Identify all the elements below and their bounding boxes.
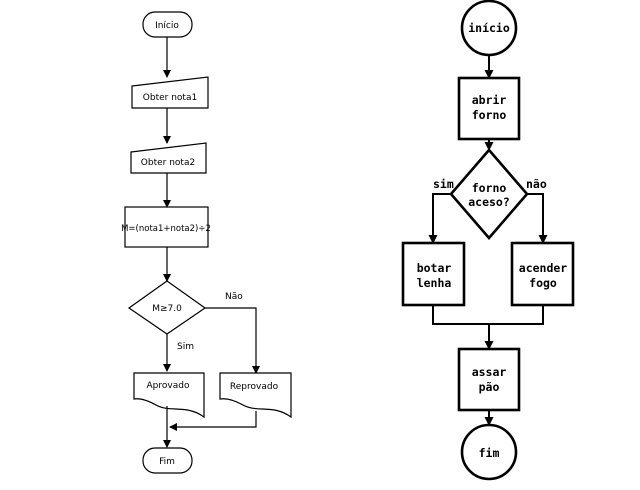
left-edge-merge-no xyxy=(169,411,257,431)
right-merge-line xyxy=(432,305,544,325)
right-action-no-node xyxy=(510,241,575,307)
left-output-yes-node xyxy=(133,372,205,419)
right-action-no-line2: fogo xyxy=(529,276,557,290)
right-step2-line2: pão xyxy=(479,380,500,394)
left-decision-label: M≥7.0 xyxy=(152,304,182,314)
right-action-yes-node xyxy=(401,241,466,307)
right-decision-node xyxy=(449,148,529,240)
left-input2-node xyxy=(130,142,207,174)
left-flowchart: Início Obter nota1 Obter nota2 M=(nota1+… xyxy=(121,11,292,474)
right-edge-yes xyxy=(428,193,451,244)
right-step2-line1: assar xyxy=(472,365,507,379)
right-branch-yes-label: sim xyxy=(433,177,454,191)
right-decision-line2: aceso? xyxy=(468,195,510,209)
left-input2-label: Obter nota2 xyxy=(141,158,195,168)
right-start-label: início xyxy=(468,21,510,35)
right-branch-no-label: não xyxy=(526,177,547,191)
left-end-label: Fim xyxy=(159,457,175,467)
right-step1-line2: forno xyxy=(472,108,507,122)
left-edge-no xyxy=(205,307,260,374)
right-decision-line1: forno xyxy=(472,181,507,195)
left-output-yes-label: Aprovado xyxy=(147,381,190,391)
left-process-node xyxy=(124,206,209,248)
left-process-label: M=(nota1+nota2)÷2 xyxy=(121,224,211,234)
left-input1-label: Obter nota1 xyxy=(143,93,197,103)
right-action-yes-line1: botar xyxy=(417,261,452,275)
right-end-label: fim xyxy=(479,446,500,460)
right-step1-line1: abrir xyxy=(472,93,507,107)
left-branch-yes-label: Sim xyxy=(177,342,194,352)
right-step1-node xyxy=(457,76,521,141)
right-action-no-line1: acender xyxy=(519,261,568,275)
left-end-node xyxy=(142,447,193,474)
left-input1-node xyxy=(131,76,209,109)
left-start-label: Início xyxy=(155,21,179,31)
right-edge-no xyxy=(527,193,548,244)
right-end-node xyxy=(460,423,518,481)
right-action-yes-line2: lenha xyxy=(417,276,452,290)
left-output-no-node xyxy=(219,372,292,419)
left-output-no-label: Reprovado xyxy=(230,382,279,392)
right-flowchart: início abrir forno forno aceso? sim não … xyxy=(401,0,575,481)
left-branch-no-label: Não xyxy=(225,292,243,302)
